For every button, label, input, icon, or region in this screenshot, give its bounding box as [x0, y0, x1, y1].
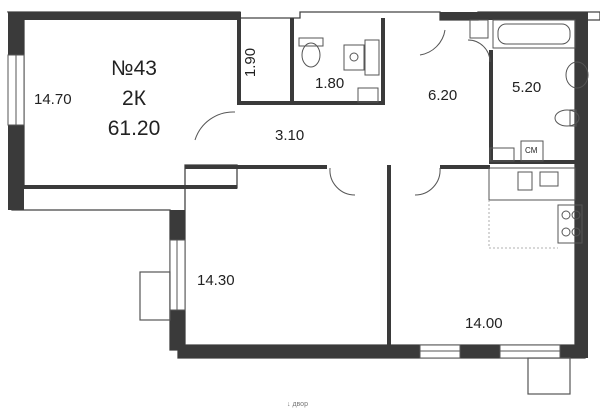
wc-box: [357, 87, 379, 103]
room-bath-area: 5.20: [512, 79, 542, 96]
wall-top-right: [440, 12, 588, 20]
wall-wc-right: [381, 18, 385, 105]
apartment-type: 2К: [122, 87, 146, 110]
door-kitchen: [414, 167, 441, 196]
room-kitchen-area: 14.00: [465, 315, 503, 332]
door-bath: [467, 39, 491, 63]
door-hall-living1: [194, 111, 236, 141]
wall-kitchen-left: [387, 165, 391, 345]
balcony-left: [139, 271, 171, 321]
kitchen-stove: [557, 204, 583, 244]
wc-toilet: [301, 42, 321, 68]
bath-pipes: [489, 147, 515, 162]
wall-living1-bottom: [24, 185, 237, 189]
door-corridor: [419, 29, 446, 56]
wc-tank: [298, 37, 324, 47]
wall-hall-bottom-left: [185, 165, 327, 169]
room-closet-area: 1.90: [242, 47, 260, 78]
wall-right: [575, 12, 588, 358]
kitchen-zone: [488, 200, 558, 249]
wc-shelf: [364, 39, 380, 76]
kitchen-counter: [488, 167, 576, 201]
wall-wc-left: [290, 18, 294, 105]
room-living1-area: 14.70: [34, 91, 72, 108]
bath-sink: [565, 61, 589, 89]
room-wc-area: 1.80: [315, 75, 345, 92]
wall-bottom: [178, 345, 585, 358]
bath-toilet: [554, 109, 580, 127]
room-living2-area: 14.30: [197, 272, 235, 289]
room-corridor-area: 6.20: [428, 87, 458, 104]
wall-wc-bottom: [290, 101, 385, 105]
bathtub: [492, 19, 576, 49]
kitchen-sink: [539, 171, 559, 187]
wall-closet-bottom: [237, 101, 295, 105]
washing-machine-box: [520, 140, 544, 162]
wall-living1-right: [237, 12, 241, 104]
room-hall-area: 3.10: [275, 127, 305, 144]
balcony-bottom: [527, 357, 571, 395]
wall-hall-bottom-right: [440, 165, 490, 169]
bath-box: [469, 19, 489, 39]
wall-top: [8, 12, 240, 20]
apartment-area: 61.20: [107, 117, 161, 140]
washing-machine-label: СМ: [525, 146, 538, 155]
apartment-number: №43: [111, 57, 157, 80]
yard-direction: ↓ двор: [287, 401, 308, 408]
wc-sink: [343, 44, 365, 71]
door-hall-living2: [329, 167, 356, 196]
wall-bath-bottom: [489, 160, 575, 164]
wall-bath-left: [489, 50, 493, 160]
